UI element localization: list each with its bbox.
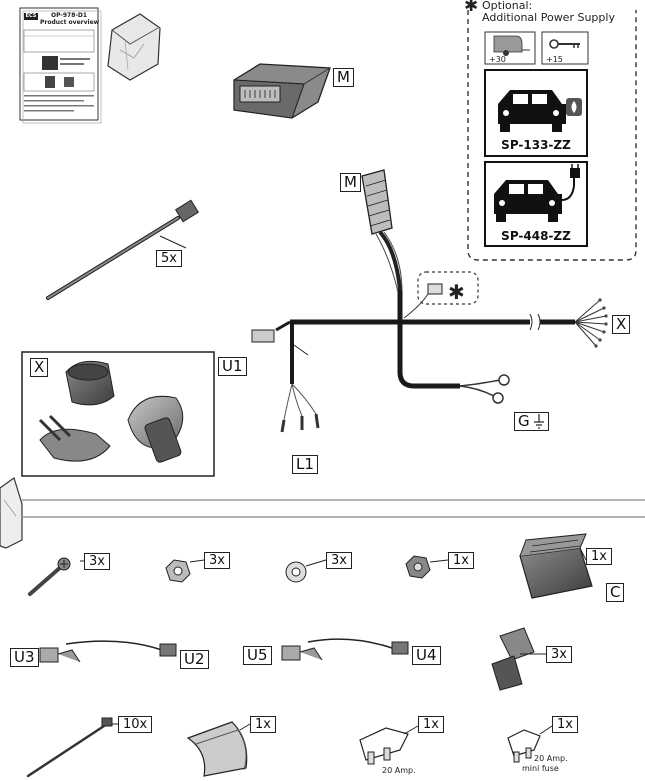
socket-box <box>21 351 215 477</box>
qty-fuse: 1x <box>418 716 444 733</box>
screw <box>28 557 71 596</box>
product-overview-document <box>19 7 102 124</box>
label-ground: G <box>514 412 549 431</box>
terminal-15: +15 <box>546 55 563 64</box>
optional-power-panel <box>467 10 637 261</box>
label-x-box: X <box>30 358 49 377</box>
qty-cable-ties: 5x <box>156 250 182 267</box>
kit1-code: SP-133-ZZ <box>501 138 571 152</box>
label-u1: U1 <box>218 357 247 376</box>
label-u3: U3 <box>10 648 39 667</box>
optional-subtitle: Additional Power Supply <box>482 11 615 24</box>
optional-title: Optional: <box>482 0 533 12</box>
mini-blade-fuse <box>507 729 541 763</box>
asterisk-icon: ✱ <box>464 0 479 16</box>
optional-marker-icon: ✱ <box>448 280 465 304</box>
wiring-harness <box>251 169 608 433</box>
nut <box>165 559 191 583</box>
fuse-rating: 20 Amp. <box>382 766 416 775</box>
blade-fuse <box>359 727 409 765</box>
leader-lines <box>80 547 587 735</box>
label-u4: U4 <box>412 646 441 665</box>
clips <box>491 627 535 691</box>
label-c: C <box>606 583 625 602</box>
doc-title: Product overview <box>40 19 100 26</box>
qty-small-ties: 10x <box>118 716 153 733</box>
label-x-end: X <box>612 315 631 334</box>
qty-nuts: 3x <box>204 552 230 569</box>
mini-fuse-type: mini fuse <box>522 764 559 773</box>
kit2-code: SP-448-ZZ <box>501 229 571 243</box>
ground-icon <box>534 414 544 429</box>
washer <box>285 561 307 583</box>
qty-screws: 3x <box>84 553 110 570</box>
parts-bag <box>107 13 161 81</box>
label-u2: U2 <box>180 650 209 669</box>
control-module <box>233 63 331 119</box>
fuse-adapter-u5-u4 <box>281 638 409 661</box>
label-u5: U5 <box>243 646 272 665</box>
section-separator <box>22 499 645 518</box>
terminal-30: +30 <box>489 55 506 64</box>
connector-c <box>519 533 593 599</box>
label-l1: L1 <box>292 455 318 474</box>
qty-foam: 1x <box>250 716 276 733</box>
doc-brand: ECS <box>25 13 37 19</box>
cable-tie <box>46 199 200 300</box>
foam-pad <box>186 721 248 777</box>
doc-code: OP-978-D1 <box>50 12 88 19</box>
fuse-adapter-u3-u2 <box>39 640 177 663</box>
qty-washers: 3x <box>326 552 352 569</box>
qty-lock-nut: 1x <box>448 552 474 569</box>
qty-mini-fuse: 1x <box>552 716 578 733</box>
label-module: M <box>333 68 354 87</box>
label-module-connector: M <box>340 173 361 192</box>
lock-nut <box>405 555 431 579</box>
parts-bag-edge <box>0 477 23 549</box>
qty-connector: 1x <box>586 548 612 565</box>
small-cable-ties <box>26 717 113 778</box>
qty-clips: 3x <box>546 646 572 663</box>
mini-fuse-rating: 20 Amp. <box>534 754 568 763</box>
